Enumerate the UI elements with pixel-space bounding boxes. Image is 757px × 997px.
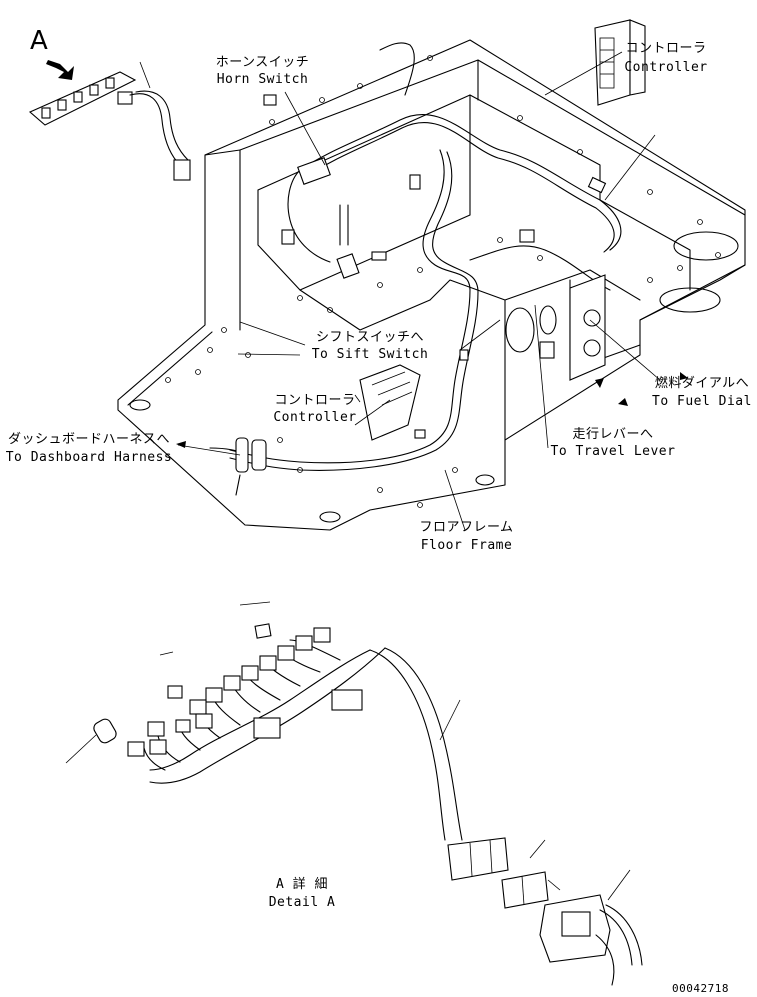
- horn-switch-label-jp: ホーンスイッチ: [215, 55, 310, 70]
- view-marker-label: A: [30, 26, 49, 56]
- main-harness-route: [229, 42, 622, 471]
- fuel-dial-label-en: To Fuel Dial: [652, 394, 752, 409]
- dashboard-harness-label-en: To Dashboard Harness: [5, 450, 173, 465]
- controller-mid-label-jp: コントローラ: [274, 393, 356, 408]
- dashboard-connector: [209, 437, 267, 496]
- floor-frame-label-en: Floor Frame: [420, 538, 513, 553]
- controller-top-label-jp: コントローラ: [625, 41, 707, 56]
- shift-switch-label-en: To Sift Switch: [311, 347, 429, 362]
- shift-switch-label-jp: シフトスイッチへ: [315, 330, 424, 345]
- travel-lever-label-en: To Travel Lever: [550, 444, 676, 459]
- detail-a-preview-harness: [28, 71, 191, 181]
- view-arrow-icon: [46, 60, 74, 80]
- controller-mid-label-en: Controller: [273, 410, 357, 425]
- detail-a-label-en: Detail A: [268, 895, 336, 910]
- leader-lines: [65, 51, 661, 901]
- controller-unit-mid: [359, 364, 421, 441]
- fuel-dial-label-jp: 燃料ダイアルへ: [654, 376, 750, 391]
- fuel-dial-box: [505, 274, 606, 381]
- horn-switch-label-en: Horn Switch: [216, 72, 309, 87]
- drawing-number: 00042718: [672, 982, 729, 995]
- detail-a-drawing: [93, 623, 643, 986]
- detail-a-label-jp: A 詳 細: [276, 877, 328, 892]
- travel-lever-label-jp: 走行レバーへ: [572, 427, 654, 442]
- controller-unit-top: [594, 19, 646, 106]
- floor-frame-label-jp: フロアフレーム: [419, 520, 514, 535]
- dashboard-harness-label-jp: ダッシュボードハーネスへ: [7, 432, 170, 447]
- controller-top-label-en: Controller: [624, 60, 708, 75]
- arrowheads: [176, 372, 688, 448]
